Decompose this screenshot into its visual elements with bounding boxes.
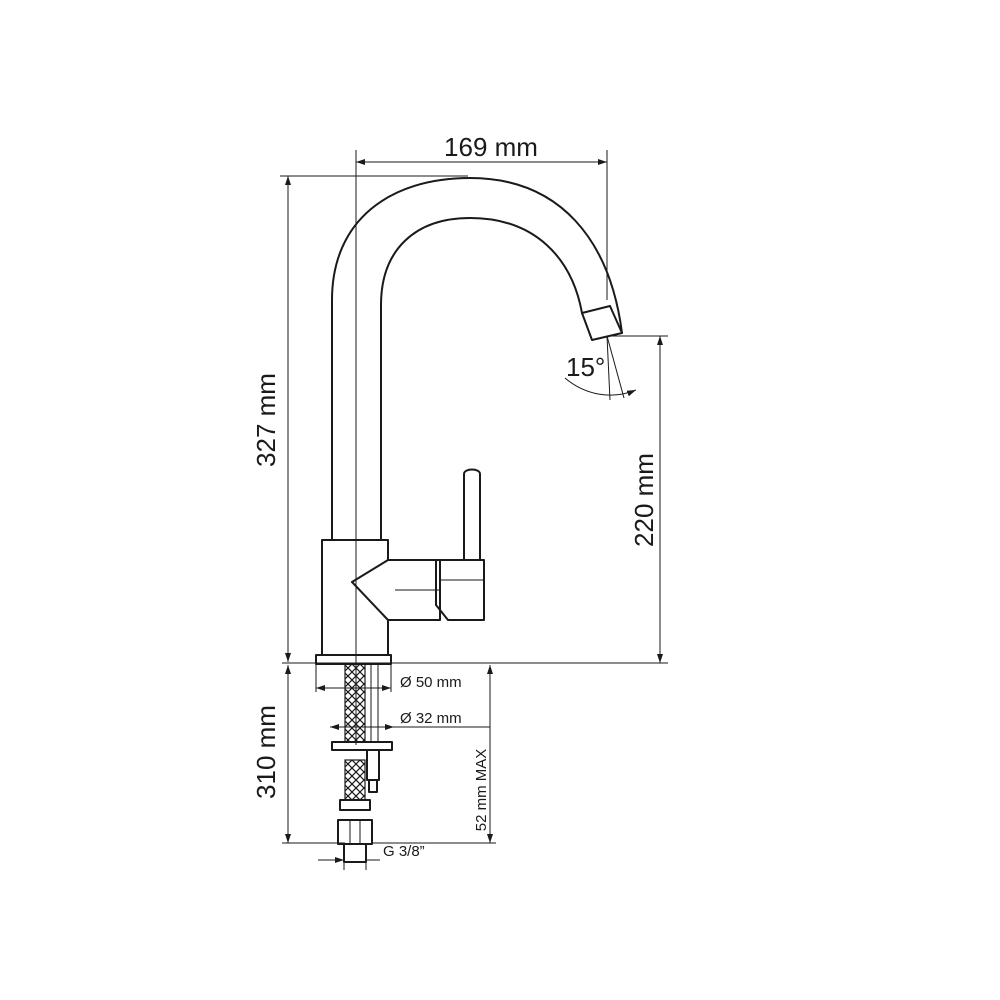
hose-length-label: 310 mm (251, 705, 281, 799)
dimension-hose-length: 310 mm (251, 665, 345, 844)
dimension-hole-diameter: Ø 32 mm (330, 710, 490, 730)
total-height-label: 327 mm (251, 373, 281, 467)
dimension-angle: 15° (564, 335, 637, 401)
dimension-spout-height: 220 mm (282, 335, 668, 664)
angle-label: 15° (566, 352, 605, 382)
dimension-thread: G 3/8” (318, 843, 425, 870)
dimension-base-diameter: Ø 50 mm (315, 664, 462, 692)
dimension-max-thickness: 52 mm MAX (372, 665, 496, 844)
dimension-width: 169 mm (355, 132, 608, 300)
under-counter-assembly (331, 663, 393, 863)
base-diameter-label: Ø 50 mm (400, 674, 462, 691)
width-label: 169 mm (444, 132, 538, 162)
dimension-total-height: 327 mm (251, 175, 468, 662)
spout-height-label: 220 mm (629, 453, 659, 547)
faucet-outline (315, 160, 623, 745)
hole-diameter-label: Ø 32 mm (400, 710, 462, 727)
thread-label: G 3/8” (383, 843, 425, 860)
max-thickness-label: 52 mm MAX (473, 749, 490, 832)
